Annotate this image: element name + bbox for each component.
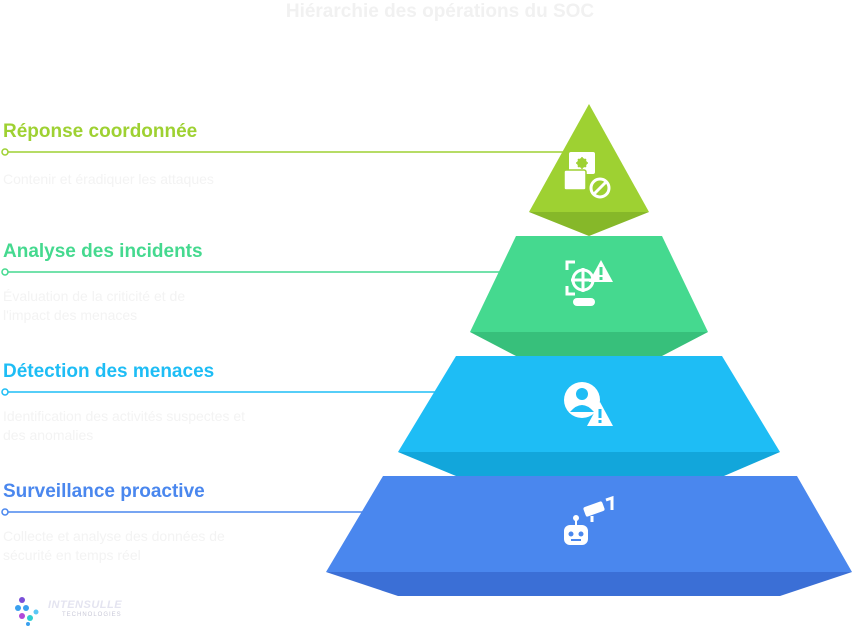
- level-1-description: Contenir et éradiquer les attaques: [3, 171, 214, 187]
- connector-dot-4: [1, 508, 9, 516]
- connector-dot-1: [1, 148, 9, 156]
- level-2-base: [470, 332, 708, 356]
- level-2-title: Analyse des incidents: [3, 241, 203, 262]
- pyramid-level-surveillance: [326, 476, 852, 596]
- robot-camera-icon: [564, 495, 614, 545]
- connector-dot-2: [1, 268, 9, 276]
- blocked-threat-icon: [563, 152, 611, 199]
- level-3-base: [398, 452, 780, 476]
- level-2-face: [470, 236, 708, 332]
- level-2-description: Évaluation de la criticité et de l'impac…: [3, 288, 186, 323]
- logo-subtitle: TECHNOLOGIES: [62, 612, 122, 618]
- connector-lines: [1, 148, 566, 516]
- pyramid-level-analysis: [470, 236, 708, 356]
- company-logo: INTENSULLE TECHNOLOGIES: [14, 596, 144, 626]
- diagram-title: Hiérarchie des opérations du SOC: [285, 1, 595, 22]
- user-alert-icon: [564, 382, 613, 426]
- level-4-face: [326, 476, 852, 572]
- level-1-title: Réponse coordonnée: [3, 121, 198, 142]
- logo-name: INTENSULLE: [48, 599, 123, 611]
- logo-mark-icon: [15, 597, 39, 626]
- level-3-description: Identification des activités suspectes e…: [3, 408, 246, 443]
- level-1-base: [529, 212, 649, 236]
- threat-analysis-icon: [565, 260, 613, 306]
- level-4-title: Surveillance proactive: [3, 481, 205, 502]
- level-4-base: [326, 572, 852, 596]
- level-4-description: Collecte et analyse des données de sécur…: [3, 528, 225, 563]
- level-3-title: Détection des menaces: [3, 361, 215, 382]
- connector-dot-3: [1, 388, 9, 396]
